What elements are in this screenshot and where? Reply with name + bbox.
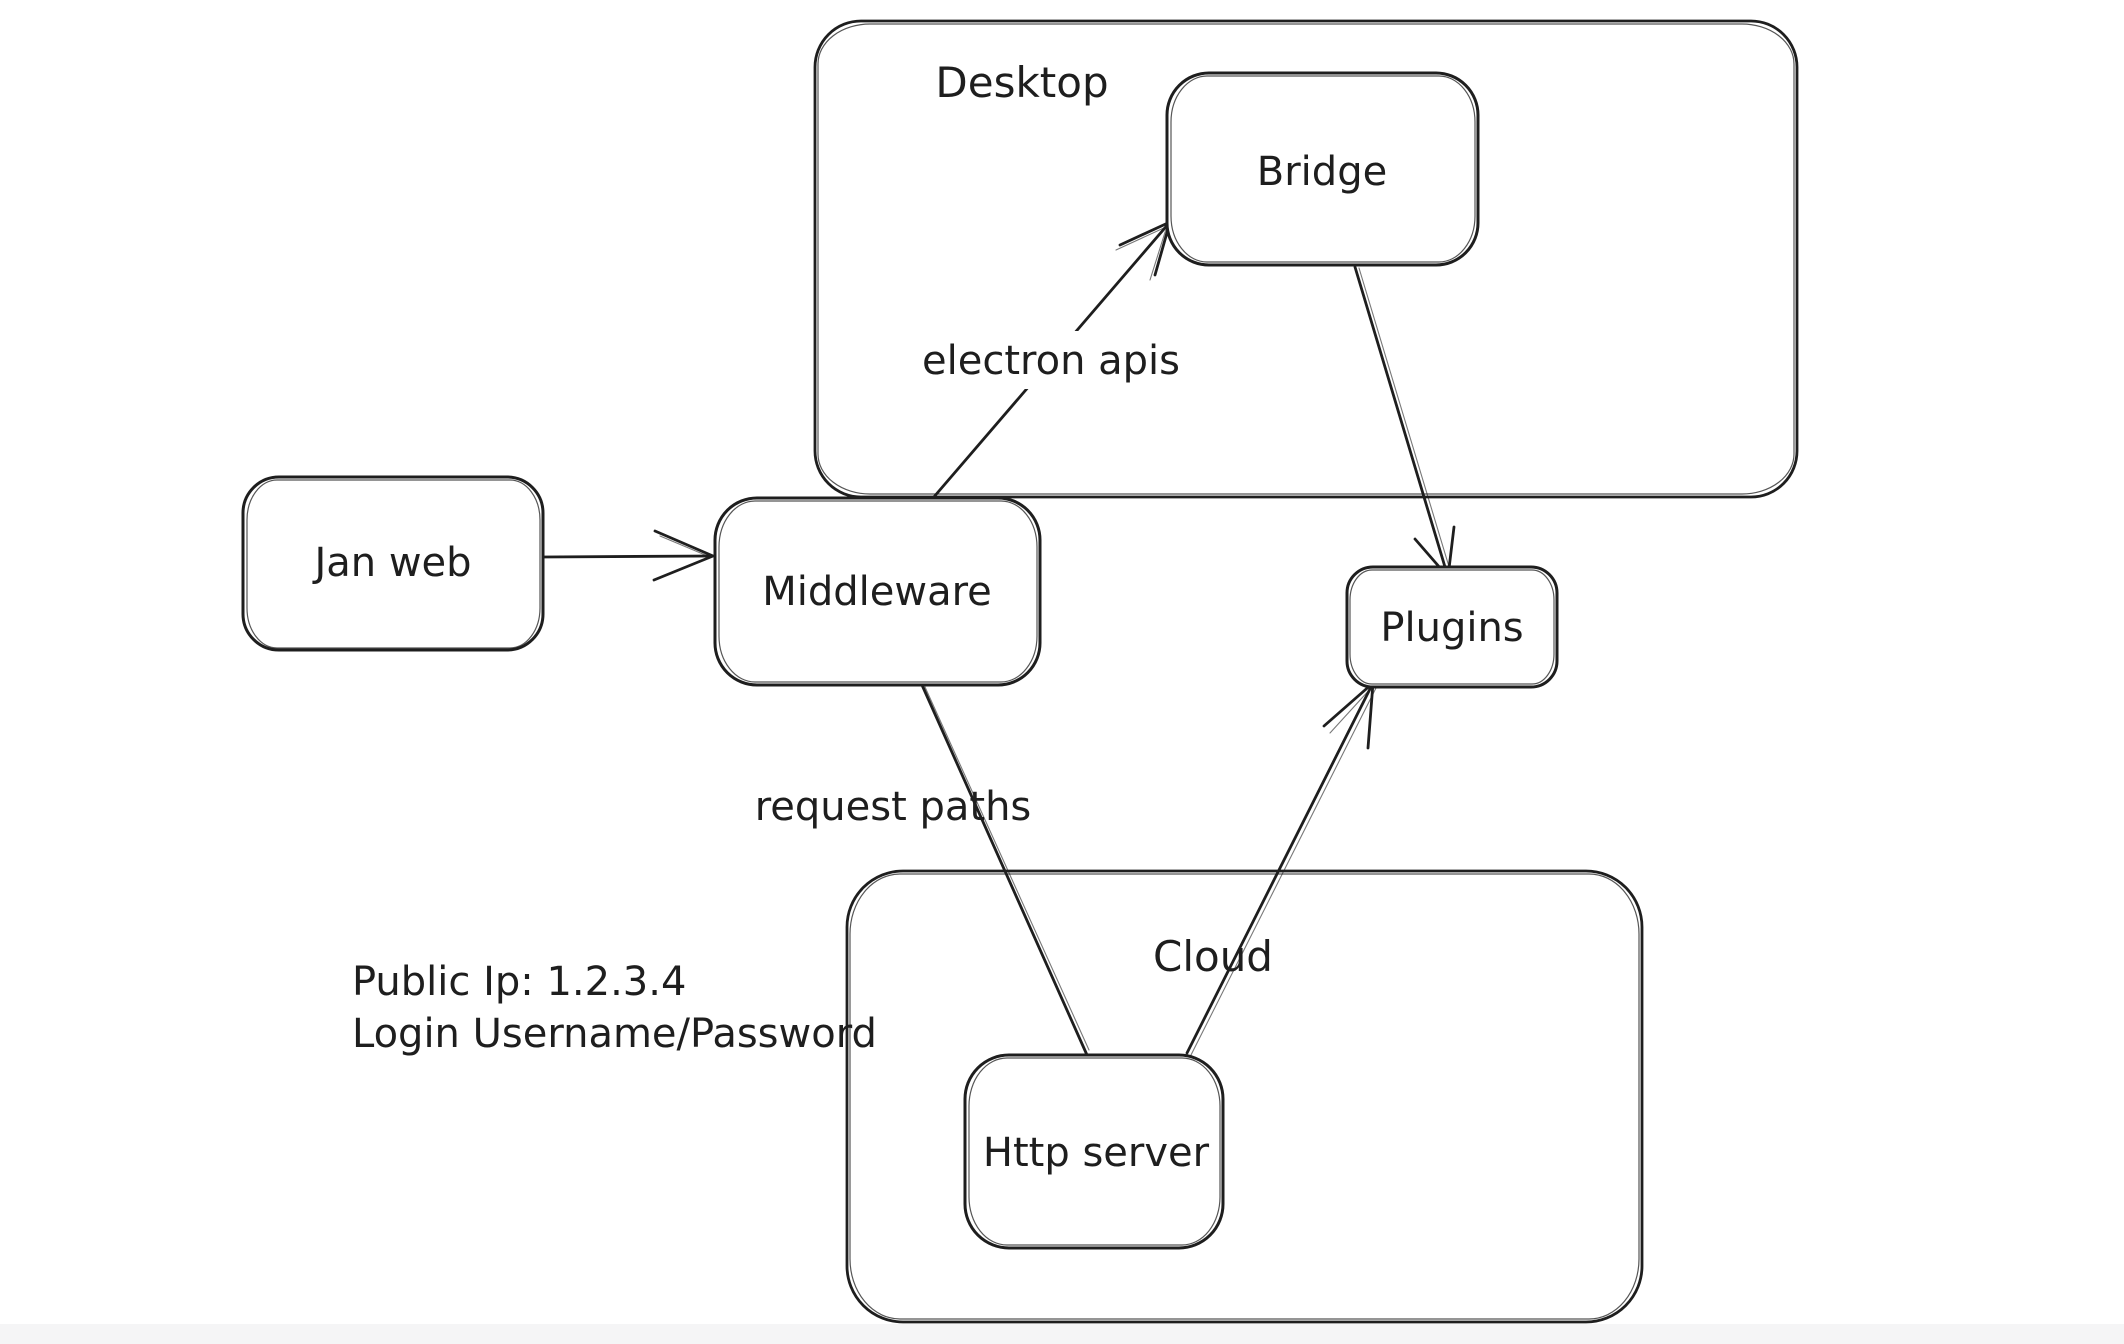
annotation-text[interactable]: Public Ip: 1.2.3.4 Login Username/Passwo… <box>352 959 877 1057</box>
http-server-node[interactable]: Http server <box>963 1053 1225 1250</box>
arrow-janweb-middleware[interactable] <box>541 529 715 582</box>
middleware-node[interactable]: Middleware <box>713 496 1042 687</box>
cloud-container[interactable] <box>845 869 1644 1324</box>
arrow-bridge-plugins[interactable] <box>1353 265 1456 579</box>
public-ip-text: Public Ip: 1.2.3.4 <box>352 959 686 1005</box>
electron-apis-label[interactable]: electron apis <box>922 338 1180 384</box>
edge-middleware-httpserver[interactable] <box>920 683 1090 1057</box>
arrow-httpserver-plugins[interactable] <box>1185 681 1377 1056</box>
middleware-label: Middleware <box>762 569 992 615</box>
desktop-label[interactable]: Desktop <box>935 58 1108 107</box>
jan-web-node[interactable]: Jan web <box>241 475 545 652</box>
cloud-container-echo <box>849 873 1640 1320</box>
http-server-label: Http server <box>983 1130 1210 1176</box>
plugins-label: Plugins <box>1380 605 1523 651</box>
canvas-bottom-strip <box>0 1324 2124 1344</box>
bridge-label: Bridge <box>1257 149 1387 195</box>
desktop-container-echo <box>817 23 1795 495</box>
jan-web-label: Jan web <box>311 540 471 586</box>
electron-apis-label-bg <box>916 331 1188 389</box>
plugins-node[interactable]: Plugins <box>1345 565 1559 689</box>
login-credentials-text: Login Username/Password <box>352 1011 877 1057</box>
bridge-node[interactable]: Bridge <box>1165 71 1480 267</box>
desktop-container[interactable] <box>813 19 1799 499</box>
cloud-label[interactable]: Cloud <box>1153 932 1273 981</box>
request-paths-label[interactable]: request paths <box>755 784 1032 830</box>
